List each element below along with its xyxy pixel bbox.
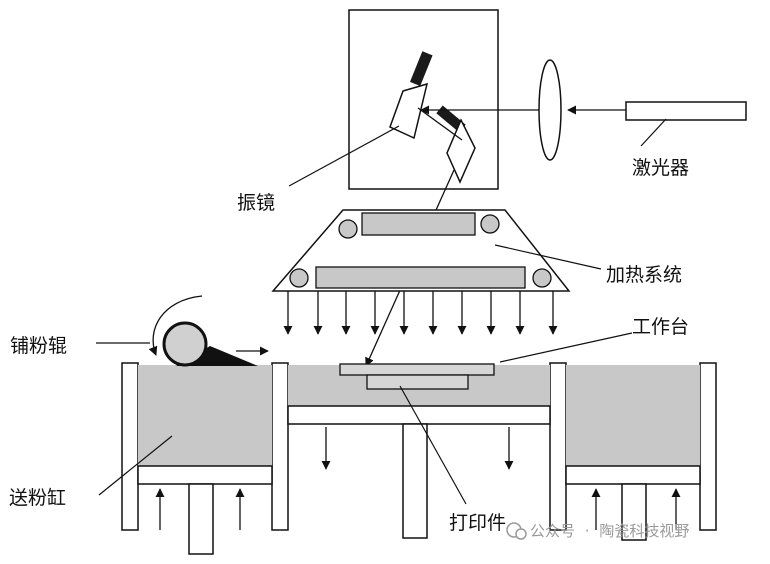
feed-powder-left <box>138 365 272 466</box>
heater-roller-bl <box>289 268 309 288</box>
roller-rotation-arrow <box>148 295 203 356</box>
right-wall-inner <box>549 362 567 531</box>
svg-text:公众号 · 陶瓷科技视野: 公众号 · 陶瓷科技视野 <box>530 522 689 540</box>
heater-roller-br <box>532 268 552 288</box>
beam-mirror-to-mirror <box>417 107 463 141</box>
label-galvo: 振镜 <box>237 192 275 214</box>
scanner-housing <box>348 9 499 190</box>
galvo-mirror-2 <box>446 118 476 184</box>
label-heater: 加热系统 <box>606 264 682 286</box>
platform-slab <box>339 363 495 376</box>
piston-arrows <box>155 427 681 530</box>
watermark-name: 陶瓷科技视野 <box>599 522 689 540</box>
label-roller: 铺粉辊 <box>10 335 67 357</box>
feed-piston-left-rod <box>188 483 214 555</box>
heater-roller-tl <box>338 219 358 239</box>
heater-element-top <box>361 212 476 236</box>
focus-lens <box>538 59 562 161</box>
leader-lines <box>96 118 667 505</box>
galvo-mirror-1 <box>389 82 429 140</box>
feed-piston-right <box>565 465 701 485</box>
watermark-prefix: 公众号 <box>530 522 575 540</box>
build-piston-rod <box>402 423 428 539</box>
wechat-icon-small <box>515 528 527 540</box>
galvo-motor-1 <box>409 51 433 87</box>
recoater-roller <box>162 321 208 367</box>
left-wall-inner <box>271 362 289 531</box>
right-wall-outer <box>699 362 717 531</box>
label-platform: 工作台 <box>632 316 689 338</box>
heater-roller-tr <box>480 214 500 234</box>
build-piston <box>287 405 551 425</box>
feed-piston-right-rod <box>621 483 647 541</box>
watermark: 公众号 · 陶瓷科技视野 <box>506 522 689 540</box>
heater-element-bottom <box>315 266 526 289</box>
feed-piston-left <box>137 465 273 485</box>
label-part: 打印件 <box>449 512 506 534</box>
heat-arrows <box>283 291 558 335</box>
label-laser: 激光器 <box>632 157 689 179</box>
feed-powder-right <box>566 365 700 466</box>
label-feed-cylinder: 送粉缸 <box>9 487 66 509</box>
left-wall-outer <box>121 362 139 531</box>
laser-source <box>625 101 747 121</box>
printed-part <box>366 374 469 390</box>
watermark-separator: · <box>585 522 590 540</box>
